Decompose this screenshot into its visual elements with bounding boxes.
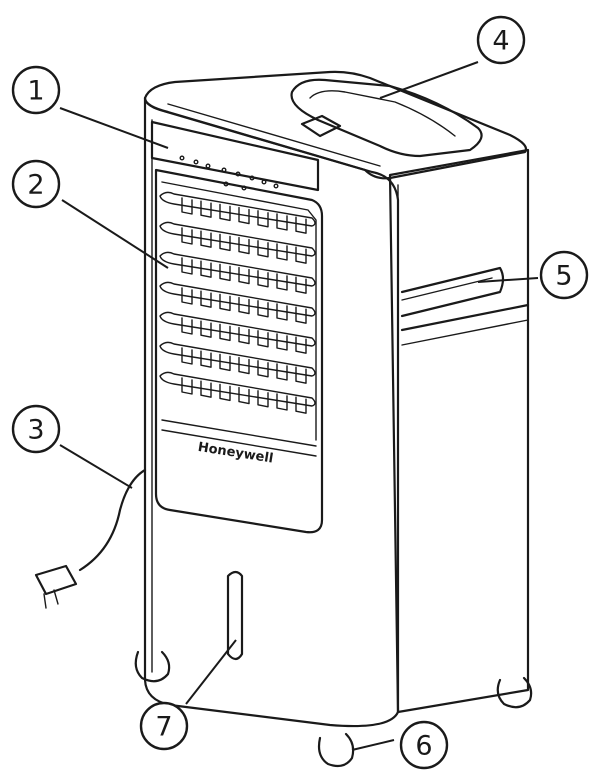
callout-2: 2 (13, 161, 59, 207)
callout-6: 6 (401, 722, 447, 768)
svg-text:6: 6 (415, 731, 432, 762)
svg-text:2: 2 (27, 170, 44, 201)
leader-lines (60, 62, 538, 750)
callout-1: 1 (13, 67, 59, 113)
svg-text:1: 1 (27, 76, 44, 107)
callout-5: 5 (541, 252, 587, 298)
louver-slat (160, 342, 315, 376)
svg-text:4: 4 (492, 26, 509, 57)
power-cord (36, 470, 145, 608)
svg-text:3: 3 (27, 415, 44, 446)
svg-text:5: 5 (555, 261, 572, 292)
side-panel (390, 150, 528, 712)
callout-4: 4 (478, 17, 524, 63)
louver-slat (160, 252, 315, 286)
svg-text:7: 7 (155, 712, 172, 743)
louver-slat (160, 282, 315, 316)
callout-3: 3 (13, 406, 59, 452)
louver-slat (160, 222, 315, 256)
louver-slat (160, 192, 315, 226)
callout-7: 7 (141, 703, 187, 749)
brand-logo: Honeywell (197, 440, 275, 467)
louver-slat (160, 312, 315, 346)
louver-grille (156, 170, 322, 532)
louver-slat (160, 372, 315, 406)
